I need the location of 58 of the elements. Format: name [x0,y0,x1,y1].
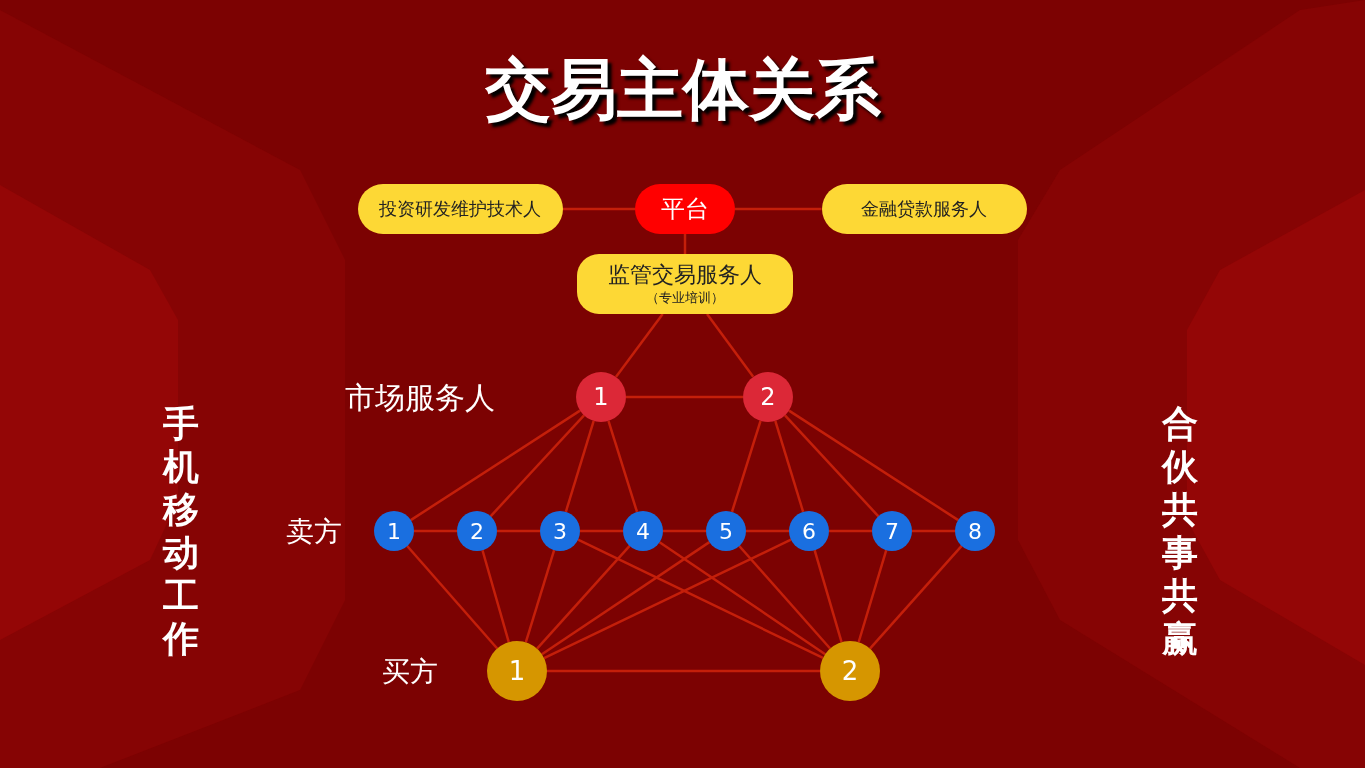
seller-circle: 1 [374,511,414,551]
buyer-circle: 1 [487,641,547,701]
connector-line [735,207,822,211]
connector-line [536,545,631,650]
seller-circle: 8 [955,511,995,551]
row-label: 市场服务人 [345,379,495,417]
role-pill: 金融贷款服务人 [821,184,1027,234]
connector-line [410,409,581,522]
connector-line [829,529,872,533]
connector-line [414,529,457,533]
vertical-slogan: 合伙共事共赢 [1162,402,1199,660]
connector-line [481,549,510,643]
market-service-circle: 1 [576,372,626,422]
connector-line [543,538,792,660]
seller-circle: 4 [623,511,663,551]
buyer-circle: 2 [820,641,880,701]
connector-line [738,545,832,650]
connector-line [524,549,556,643]
connector-line [562,207,635,211]
row-label: 买方 [382,654,438,690]
role-name: 监管交易服务人 [608,261,762,289]
platform-pill: 平台 [635,184,735,234]
row-label: 卖方 [286,514,342,550]
connector-line [541,541,711,656]
connector-line [869,545,963,650]
connector-line [746,529,789,533]
connector-line [774,420,805,513]
seller-circle: 7 [872,511,912,551]
seller-circle: 3 [540,511,580,551]
connector-line [614,313,664,378]
seller-circle: 6 [789,511,829,551]
connector-line [813,549,843,643]
connector-line [658,541,826,656]
connector-line [912,529,955,533]
connector-line [730,420,762,513]
connector-line [497,529,540,533]
role-pill: 投资研发维护技术人 [357,184,563,234]
connector-line [577,538,824,660]
connector-line [683,234,687,254]
connector-line [564,420,595,513]
connector-line [626,395,743,399]
connector-line [580,529,623,533]
note-text: （专业培训） [646,289,724,307]
vertical-slogan: 手机移动工作 [163,402,200,660]
role-pill [577,254,793,314]
connector-line [784,414,880,518]
seller-circle: 2 [457,511,497,551]
connector-line [857,549,888,643]
market-service-circle: 2 [743,372,793,422]
connector-line [406,545,499,650]
connector-line [607,420,639,513]
connector-line [489,414,585,518]
seller-circle: 5 [706,511,746,551]
connector-line [547,669,820,673]
connector-line [788,409,959,522]
connector-line [706,313,755,378]
title: 交易主体关系 [483,50,882,130]
connector-line [663,529,706,533]
